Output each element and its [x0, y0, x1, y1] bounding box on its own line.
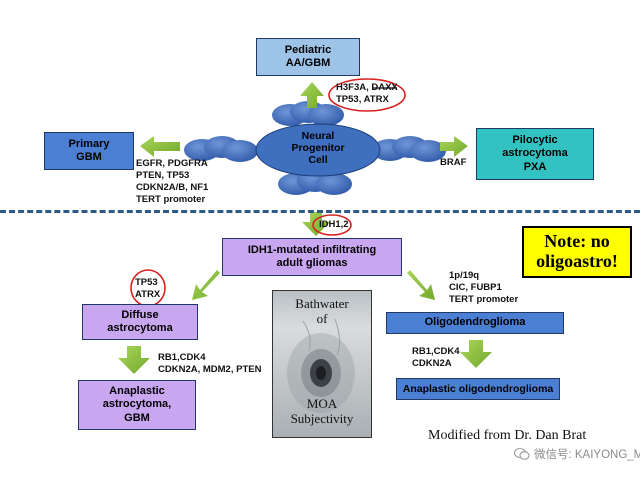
pediatric-box: Pediatric AA/GBM	[256, 38, 360, 76]
idh-genes: IDH1,2	[319, 219, 349, 231]
ana-oligo-label: Anaplastic oligodendroglioma	[402, 382, 554, 395]
top-genes-line2: TP53, ATRX	[336, 93, 389, 105]
photo-line1: Bathwater	[295, 296, 349, 311]
left-cell-cluster	[184, 136, 258, 162]
note-line2: oligoastro!	[536, 251, 618, 271]
pediatric-line2: AA/GBM	[285, 57, 331, 69]
right-cell-cluster	[372, 136, 446, 162]
diffuse-line2: astrocytoma	[107, 322, 173, 334]
primary-gbm-box: Primary GBM	[44, 132, 134, 170]
oligo-gene-1: CIC, FUBP1	[449, 281, 502, 293]
credit-text: Modified from Dr. Dan Brat	[428, 428, 587, 443]
astro-gene2-1: CDKN2A, MDM2, PTEN	[158, 363, 262, 375]
pilocytic-box: Pilocytic astrocytoma PXA	[476, 128, 594, 180]
oligo-gene-2: TERT promoter	[449, 293, 519, 305]
up-arrow-icon	[300, 82, 324, 108]
note-line1: Note: no	[544, 231, 610, 252]
neural-progenitor-label: Neural Progenitor Cell	[256, 130, 380, 166]
astro-genes2: RB1,CDK4 CDKN2A, MDM2, PTEN	[158, 352, 261, 376]
ana-astro-line2: astrocytoma,	[102, 398, 172, 411]
oligo-box-label: Oligodendroglioma	[424, 316, 526, 329]
pilocytic-line1: Pilocytic	[512, 134, 558, 147]
astro-genes: TP53 ATRX	[135, 277, 160, 301]
diagonal-left-arrow-icon	[192, 270, 220, 300]
watermark: 微信号: KAIYONG_MEI	[514, 446, 640, 462]
divider-line	[0, 210, 640, 213]
right-genes: BRAF	[440, 157, 466, 169]
oligo-gene2-1: CDKN2A	[412, 357, 452, 369]
left-gene-2: CDKN2A/B, NF1	[136, 181, 209, 193]
bathtub-drain-graphic	[287, 318, 355, 413]
neural-progenitor-ellipse	[255, 123, 381, 177]
diagonal-right-arrow-icon	[407, 270, 435, 300]
note-box: Note: no oligoastro!	[522, 226, 632, 278]
astro-down-arrow-icon	[118, 346, 150, 374]
red-circle-top	[328, 78, 406, 112]
astro-gene-line2: ATRX	[135, 288, 161, 300]
bathwater-photo: Bathwater of MOA Subjectivity	[272, 290, 372, 438]
left-genes: EGFR, PDGFRA PTEN, TP53 CDKN2A/B, NF1 TE…	[136, 158, 208, 206]
top-genes: H3F3A, DAXX TP53, ATRX	[336, 82, 398, 106]
pediatric-line1: Pediatric	[284, 43, 332, 56]
oligodendroglioma-box: Oligodendroglioma	[386, 312, 564, 334]
right-arrow-icon	[440, 136, 468, 157]
watermark-text: 微信号: KAIYONG_MEI	[534, 449, 640, 461]
center-line1: Neural	[301, 130, 335, 142]
photo-caption-bottom: MOA Subjectivity	[273, 396, 371, 427]
idh-box: IDH1-mutated infiltrating adult gliomas	[222, 238, 402, 276]
oligo-gene-0: 1p/19q	[449, 270, 480, 281]
top-genes-line1: H3F3A, DAXX	[336, 82, 398, 93]
ana-astro-line3: GBM	[124, 411, 150, 424]
photo-line2: of	[316, 310, 328, 326]
center-line3: Cell	[308, 154, 328, 167]
diffuse-astro-box: Diffuse astrocytoma	[82, 304, 198, 340]
left-gene-0: EGFR, PDGFRA	[136, 158, 208, 169]
idh-genes-text: IDH1,2	[319, 219, 349, 230]
idh-line1: IDH1-mutated infiltrating	[247, 243, 377, 256]
left-gene-3: TERT promoter	[136, 193, 206, 205]
ana-astro-line1: Anaplastic	[109, 385, 165, 398]
idh-line2: adult gliomas	[276, 257, 348, 269]
primary-line2: GBM	[76, 151, 102, 163]
center-line2: Progenitor	[291, 142, 345, 155]
primary-line1: Primary	[68, 137, 110, 150]
left-arrow-icon	[140, 136, 180, 157]
red-circle-idh	[312, 214, 352, 236]
anaplastic-astro-box: Anaplastic astrocytoma, GBM	[78, 380, 196, 430]
oligo-genes: 1p/19q CIC, FUBP1 TERT promoter	[449, 270, 518, 306]
oligo-gene2-0: RB1,CDK4	[412, 346, 460, 357]
pilocytic-line3: PXA	[523, 160, 547, 173]
photo-line3: MOA	[306, 396, 338, 411]
astro-gene-line1: TP53	[135, 277, 158, 288]
left-gene-1: PTEN, TP53	[136, 169, 190, 181]
anaplastic-oligo-box: Anaplastic oligodendroglioma	[396, 378, 560, 400]
pilocytic-line2: astrocytoma	[502, 147, 568, 160]
astro-gene2-0: RB1,CDK4	[158, 352, 206, 363]
down-arrow-icon	[302, 212, 330, 236]
photo-line4: Subjectivity	[290, 410, 354, 426]
photo-caption-top: Bathwater of	[273, 296, 371, 327]
diffuse-line1: Diffuse	[121, 308, 159, 321]
oligo-down-arrow-icon	[460, 340, 492, 368]
right-gene-0: BRAF	[440, 157, 467, 168]
oligo-genes2: RB1,CDK4 CDKN2A	[412, 346, 460, 370]
wechat-icon	[514, 447, 530, 460]
